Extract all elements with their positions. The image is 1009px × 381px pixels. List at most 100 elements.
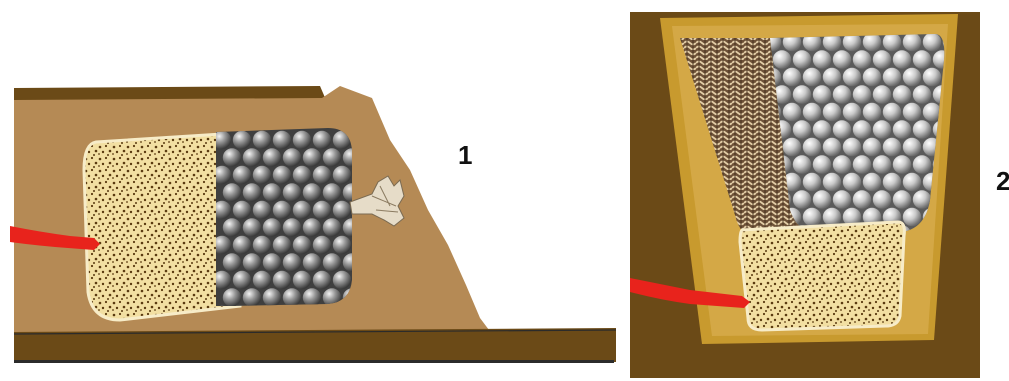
shot-ball — [243, 253, 261, 271]
shot-ball — [303, 288, 321, 306]
figure-2 — [630, 12, 980, 378]
shot-ball — [813, 190, 831, 208]
shot-ball — [313, 236, 331, 254]
shot-ball — [283, 218, 301, 236]
shot-ball — [253, 271, 271, 289]
shot-ball — [873, 85, 891, 103]
shot-ball — [783, 138, 801, 156]
shot-ball — [293, 166, 311, 184]
shot-ball — [883, 33, 901, 51]
shot-ball — [883, 103, 901, 121]
shot-ball — [323, 148, 341, 166]
shot-ball — [893, 190, 911, 208]
shot-ball — [273, 131, 291, 149]
shot-ball — [793, 85, 811, 103]
shot-ball — [773, 50, 791, 68]
shot-ball — [303, 183, 321, 201]
shot-ball — [913, 85, 931, 103]
shot-ball — [333, 201, 351, 219]
shot-ball — [903, 138, 921, 156]
shot-ball — [893, 155, 911, 173]
shot-ball — [793, 120, 811, 138]
shot-ball — [853, 190, 871, 208]
shot-ball — [823, 208, 841, 226]
shot-ball — [793, 155, 811, 173]
shot-ball — [833, 155, 851, 173]
shot-ball — [283, 148, 301, 166]
shot-ball — [283, 253, 301, 271]
shot-ball — [783, 68, 801, 86]
shot-ball — [833, 50, 851, 68]
shot-ball — [853, 85, 871, 103]
shot-ball — [833, 190, 851, 208]
shot-ball — [903, 173, 921, 191]
shot-ball — [293, 271, 311, 289]
shot-ball — [843, 103, 861, 121]
shot-ball — [853, 50, 871, 68]
shot-ball — [813, 155, 831, 173]
shot-ball — [883, 68, 901, 86]
shot-ball — [263, 288, 281, 306]
shot-ball — [293, 201, 311, 219]
shot-ball — [263, 148, 281, 166]
shot-ball — [863, 68, 881, 86]
shot-ball — [223, 288, 241, 306]
shot-ball — [823, 138, 841, 156]
shot-ball — [813, 120, 831, 138]
shot-ball — [803, 138, 821, 156]
shot-ball — [823, 173, 841, 191]
shot-ball — [233, 271, 251, 289]
shot-ball — [223, 183, 241, 201]
shot-ball — [893, 85, 911, 103]
shot-ball — [873, 50, 891, 68]
shot-ball — [823, 103, 841, 121]
shot-ball — [303, 148, 321, 166]
shot-ball — [303, 253, 321, 271]
shot-ball — [883, 138, 901, 156]
shot-ball — [873, 120, 891, 138]
shot-ball — [863, 138, 881, 156]
shot-ball — [323, 183, 341, 201]
shot-ball — [843, 138, 861, 156]
shot-ball — [913, 120, 931, 138]
shot-ball — [333, 236, 351, 254]
figure-2-label: 2 — [996, 166, 1009, 197]
shot-ball — [903, 33, 921, 51]
shot-ball — [253, 236, 271, 254]
shot-ball — [803, 208, 821, 226]
shot-ball — [793, 190, 811, 208]
explosive-charge-2 — [740, 222, 904, 330]
shot-ball — [223, 253, 241, 271]
shot-ball — [323, 218, 341, 236]
shot-ball — [813, 85, 831, 103]
ground-line — [14, 360, 614, 363]
shot-ball — [243, 148, 261, 166]
shot-ball — [873, 155, 891, 173]
shot-ball — [873, 190, 891, 208]
shot-ball — [243, 288, 261, 306]
shot-ball — [263, 253, 281, 271]
shot-ball — [853, 155, 871, 173]
shot-ball — [243, 183, 261, 201]
shot-ball — [823, 68, 841, 86]
shot-ball — [883, 173, 901, 191]
shot-ball — [283, 183, 301, 201]
shot-ball — [913, 155, 931, 173]
shot-ball — [263, 218, 281, 236]
shot-ball — [253, 201, 271, 219]
shot-ball — [843, 68, 861, 86]
shot-ball — [273, 271, 291, 289]
shot-ball — [793, 50, 811, 68]
shot-ball — [273, 201, 291, 219]
shot-ball — [803, 173, 821, 191]
figure-1 — [10, 86, 616, 363]
shot-ball — [323, 253, 341, 271]
shot-ball — [313, 271, 331, 289]
shot-ball — [803, 103, 821, 121]
shot-ball — [253, 166, 271, 184]
shot-ball — [273, 236, 291, 254]
shot-ball — [813, 50, 831, 68]
shot-ball — [233, 201, 251, 219]
shot-ball — [853, 120, 871, 138]
shot-ball — [893, 120, 911, 138]
